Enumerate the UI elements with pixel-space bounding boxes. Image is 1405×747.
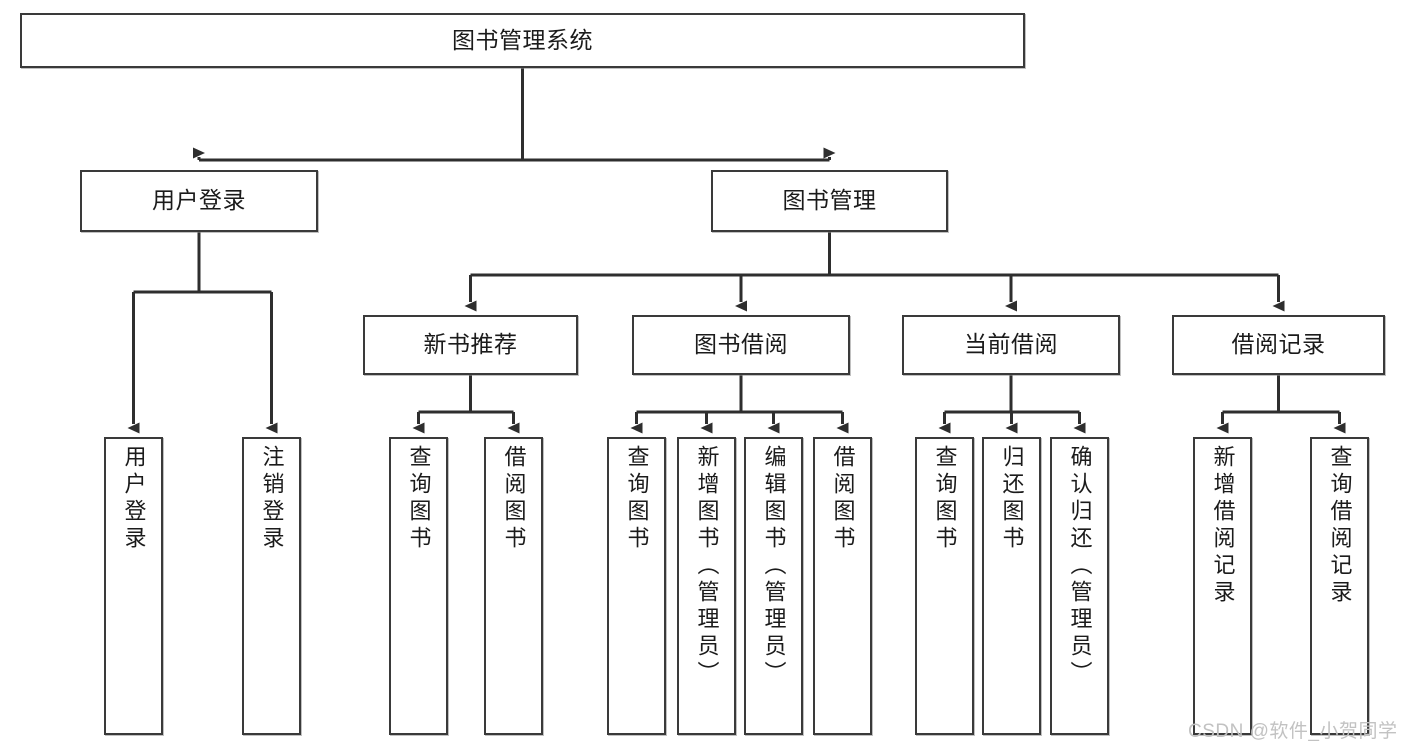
node-leaf-borrow-2[interactable]: 新增图书（管理员） <box>677 437 736 735</box>
node-label-records: 借阅记录 <box>1231 331 1326 358</box>
node-leaf-new-1[interactable]: 查询图书 <box>389 437 448 735</box>
node-leaf-borrow-3[interactable]: 编辑图书（管理员） <box>744 437 803 735</box>
node-root[interactable]: 图书管理系统 <box>20 13 1025 68</box>
node-leaf-rec-1[interactable]: 新增借阅记录 <box>1193 437 1252 735</box>
node-label-leaf-cur-2: 归还图书 <box>999 445 1025 553</box>
node-leaf-cur-2[interactable]: 归还图书 <box>982 437 1041 735</box>
node-label-leaf-new-2: 借阅图书 <box>501 445 527 553</box>
node-leaf-borrow-4[interactable]: 借阅图书 <box>813 437 872 735</box>
node-leaf-login-2[interactable]: 注销登录 <box>242 437 301 735</box>
node-label-leaf-borrow-1: 查询图书 <box>624 445 650 553</box>
node-label-leaf-login-2: 注销登录 <box>259 445 285 553</box>
node-label-current: 当前借阅 <box>964 331 1058 358</box>
node-label-leaf-new-1: 查询图书 <box>406 445 432 553</box>
node-label-login: 用户登录 <box>152 187 246 214</box>
watermark-text: CSDN @软件_小贺同学 <box>1188 721 1398 742</box>
node-label-borrow: 图书借阅 <box>694 331 788 358</box>
node-leaf-cur-1[interactable]: 查询图书 <box>915 437 974 735</box>
node-label-leaf-cur-1: 查询图书 <box>932 445 958 553</box>
node-bookmgmt[interactable]: 图书管理 <box>711 170 948 232</box>
node-label-leaf-cur-3: 确认归还（管理员） <box>1067 445 1093 688</box>
node-label-leaf-borrow-3: 编辑图书（管理员） <box>761 445 787 688</box>
node-leaf-new-2[interactable]: 借阅图书 <box>484 437 543 735</box>
node-newbook[interactable]: 新书推荐 <box>363 315 578 375</box>
node-label-newbook: 新书推荐 <box>423 331 518 358</box>
node-label-root: 图书管理系统 <box>452 26 593 53</box>
node-current[interactable]: 当前借阅 <box>902 315 1120 375</box>
node-login[interactable]: 用户登录 <box>80 170 318 232</box>
node-records[interactable]: 借阅记录 <box>1172 315 1385 375</box>
node-label-leaf-borrow-4: 借阅图书 <box>830 445 856 553</box>
node-label-leaf-login-1: 用户登录 <box>121 445 147 553</box>
node-leaf-cur-3[interactable]: 确认归还（管理员） <box>1050 437 1109 735</box>
node-label-leaf-borrow-2: 新增图书（管理员） <box>694 445 720 688</box>
node-borrow[interactable]: 图书借阅 <box>632 315 850 375</box>
node-label-leaf-rec-1: 新增借阅记录 <box>1210 445 1236 607</box>
node-label-bookmgmt: 图书管理 <box>782 187 877 214</box>
node-leaf-rec-2[interactable]: 查询借阅记录 <box>1310 437 1369 735</box>
node-leaf-login-1[interactable]: 用户登录 <box>104 437 163 735</box>
node-leaf-borrow-1[interactable]: 查询图书 <box>607 437 666 735</box>
node-label-leaf-rec-2: 查询借阅记录 <box>1327 445 1353 607</box>
